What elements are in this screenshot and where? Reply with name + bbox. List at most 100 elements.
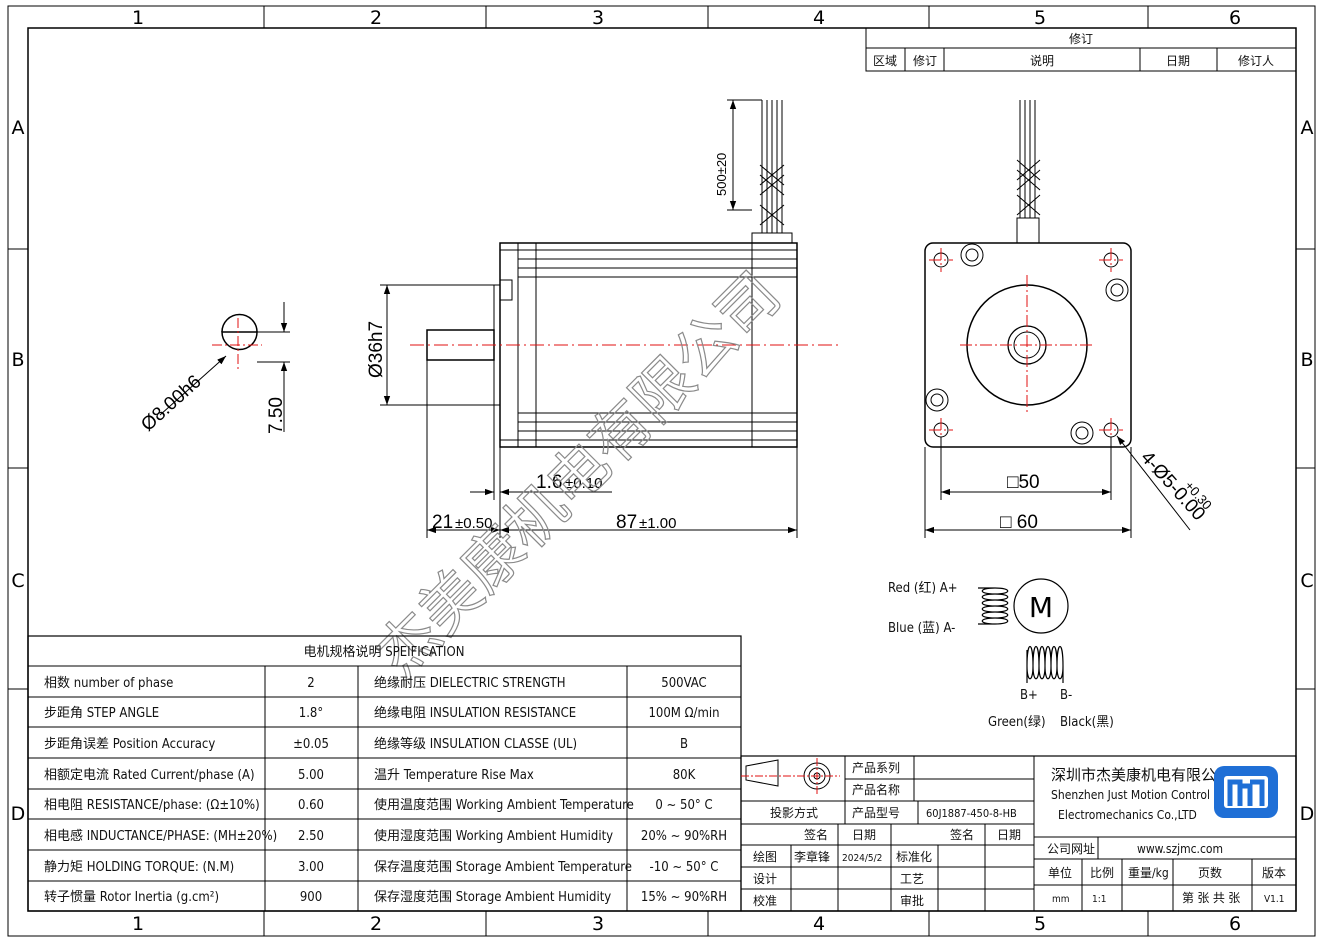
- col-label-top-6: 6: [1229, 7, 1241, 29]
- spec-row-3-value: ±0.05: [293, 737, 329, 752]
- spec-row-8-label-right: 保存湿度范围 Storage Ambient Humidity: [374, 889, 611, 905]
- spec-row-2-label: 步距角 STEP ANGLE: [44, 706, 159, 721]
- wire-b-plus-label: B+: [1020, 688, 1038, 703]
- col-label-bottom-6: 6: [1229, 913, 1241, 935]
- row-label-right-d: D: [1300, 803, 1315, 825]
- col-label-top-1: 1: [132, 7, 144, 29]
- wire-blue-label: Blue (蓝) A-: [888, 621, 955, 636]
- wire-green-label: Green(绿): [988, 715, 1046, 730]
- spec-row-7-label-right: 保存温度范围 Storage Ambient Temperature: [374, 859, 632, 875]
- website-value: www.szjmc.com: [1137, 842, 1223, 856]
- row-label-left-a: A: [12, 117, 25, 139]
- flange-thickness-value: 1.6: [536, 472, 562, 493]
- body-length-tol: ±1.00: [639, 515, 676, 532]
- row-label-left-b: B: [11, 349, 24, 371]
- spec-row-8-value: 900: [300, 890, 322, 905]
- spec-row-4-value: 5.00: [298, 768, 324, 783]
- spec-row-2-label-right: 绝缘电阻 INSULATION RESISTANCE: [374, 705, 576, 721]
- wire-black-label: Black(黑): [1060, 715, 1114, 730]
- spec-row-1-value-right: 500VAC: [661, 676, 706, 691]
- spec-row-5-label: 相电阻 RESISTANCE/phase: (Ω±10%): [44, 798, 260, 813]
- col-label-bottom-5: 5: [1034, 913, 1046, 935]
- shaft-section-view: Ø8.00h6 7.50: [137, 302, 290, 436]
- pages-label: 页数: [1198, 865, 1222, 880]
- flange-size-label: □ 60: [1000, 512, 1038, 533]
- spec-row-1-label: 相数 number of phase: [44, 676, 173, 691]
- revision-col-desc: 说明: [1030, 53, 1054, 68]
- body-length-value: 87: [616, 512, 637, 533]
- spec-row-7-value: 3.00: [298, 860, 324, 875]
- spec-row-6-label: 相电感 INDUCTANCE/PHASE: (MH±20%): [44, 828, 277, 844]
- spec-table: 电机规格说明 SPEIFICATION 相数 number of phase 2…: [27, 635, 742, 912]
- flange-thickness-tol: ±0.10: [565, 475, 602, 492]
- version-value: V1.1: [1264, 894, 1284, 905]
- company-en-line2: Electromechanics Co.,LTD: [1058, 808, 1197, 822]
- spec-row-6-value-right: 20% ~ 90%RH: [641, 829, 727, 844]
- cable-length-label: 500±20: [714, 153, 729, 196]
- spec-row-4-label-right: 温升 Temperature Rise Max: [374, 768, 534, 783]
- row-label-right-a: A: [1301, 117, 1314, 139]
- spec-row-6-value: 2.50: [298, 829, 324, 844]
- draw-label: 绘图: [753, 849, 777, 864]
- revision-title: 修订: [1069, 31, 1093, 46]
- col-label-top-2: 2: [370, 7, 382, 29]
- website-label: 公司网址: [1047, 842, 1095, 856]
- revision-col-reviser: 修订人: [1238, 53, 1274, 68]
- standard-label: 标准化: [896, 850, 932, 864]
- spec-row-5-value-right: 0 ~ 50° C: [655, 798, 712, 813]
- spec-row-6-label-right: 使用湿度范围 Working Ambient Humidity: [374, 828, 613, 844]
- row-label-left-c: C: [11, 570, 24, 592]
- wire-b-minus-label: B-: [1060, 688, 1072, 703]
- pages-value: 第 张 共 张: [1182, 891, 1240, 905]
- projection-label: 投影方式: [770, 805, 818, 820]
- version-label: 版本: [1262, 866, 1286, 880]
- spec-row-1-value: 2: [307, 676, 314, 691]
- motor-front-view: [924, 100, 1191, 538]
- col-label-bottom-3: 3: [592, 913, 604, 935]
- spec-row-4-value-right: 80K: [673, 768, 696, 783]
- row-label-right-c: C: [1300, 570, 1313, 592]
- spec-row-2-value: 1.8°: [299, 706, 323, 721]
- spec-row-8-label: 转子惯量 Rotor Inertia (g.cm²): [44, 889, 219, 905]
- drawer-name: 李章锋: [794, 849, 830, 864]
- shaft-length-tol: ±0.50: [455, 515, 492, 532]
- product-model-value: 60J1887-450-8-HB: [926, 807, 1017, 820]
- col-label-bottom-2: 2: [370, 913, 382, 935]
- revision-table: 修订 区域 修订 说明 日期 修订人: [865, 27, 1297, 72]
- spec-row-3-value-right: B: [680, 737, 688, 752]
- unit-label: 单位: [1048, 865, 1072, 880]
- spec-row-5-value: 0.60: [298, 798, 324, 813]
- date2-label: 日期: [997, 828, 1021, 842]
- col-label-bottom-1: 1: [132, 913, 144, 935]
- date-label: 日期: [852, 828, 876, 842]
- revision-col-zone: 区域: [873, 54, 897, 68]
- motor-symbol-label: M: [1029, 591, 1053, 624]
- sign-label: 签名: [804, 827, 828, 842]
- weight-label: 重量/kg: [1128, 866, 1169, 880]
- design-label: 设计: [753, 872, 777, 886]
- col-label-top-4: 4: [813, 7, 825, 29]
- spec-row-1-label-right: 绝缘耐压 DIELECTRIC STRENGTH: [374, 675, 566, 691]
- process-label: 工艺: [900, 872, 924, 886]
- col-label-bottom-4: 4: [813, 913, 825, 935]
- col-label-top-5: 5: [1034, 7, 1046, 29]
- spec-row-5-label-right: 使用温度范围 Working Ambient Temperature: [374, 797, 634, 813]
- wire-red-label: Red (红) A+: [888, 580, 958, 596]
- company-en-line1: Shenzhen Just Motion Control: [1051, 788, 1210, 802]
- approve-label: 审批: [900, 893, 924, 908]
- product-model-label: 产品型号: [852, 806, 900, 820]
- shaft-diameter-label: Ø8.00h6: [137, 371, 205, 435]
- scale-label: 比例: [1090, 866, 1114, 880]
- title-block: 投影方式 产品系列 产品名称 产品型号 60J1887-450-8-HB 签名 …: [740, 755, 1297, 912]
- company-logo: [1214, 766, 1278, 818]
- col-label-top-3: 3: [592, 7, 604, 29]
- row-label-right-b: B: [1300, 349, 1313, 371]
- revision-col-date: 日期: [1166, 54, 1190, 68]
- check-label: 校准: [753, 893, 777, 908]
- spec-row-3-label: 步距角误差 Position Accuracy: [44, 737, 215, 752]
- motor-side-view: [380, 99, 840, 538]
- zone-labels: 1 2 3 4 5 6 1 2 3 4 5 6 A B C D A B C D: [11, 7, 1315, 935]
- revision-col-rev: 修订: [913, 53, 937, 68]
- draw-date: 2024/5/2: [842, 853, 882, 864]
